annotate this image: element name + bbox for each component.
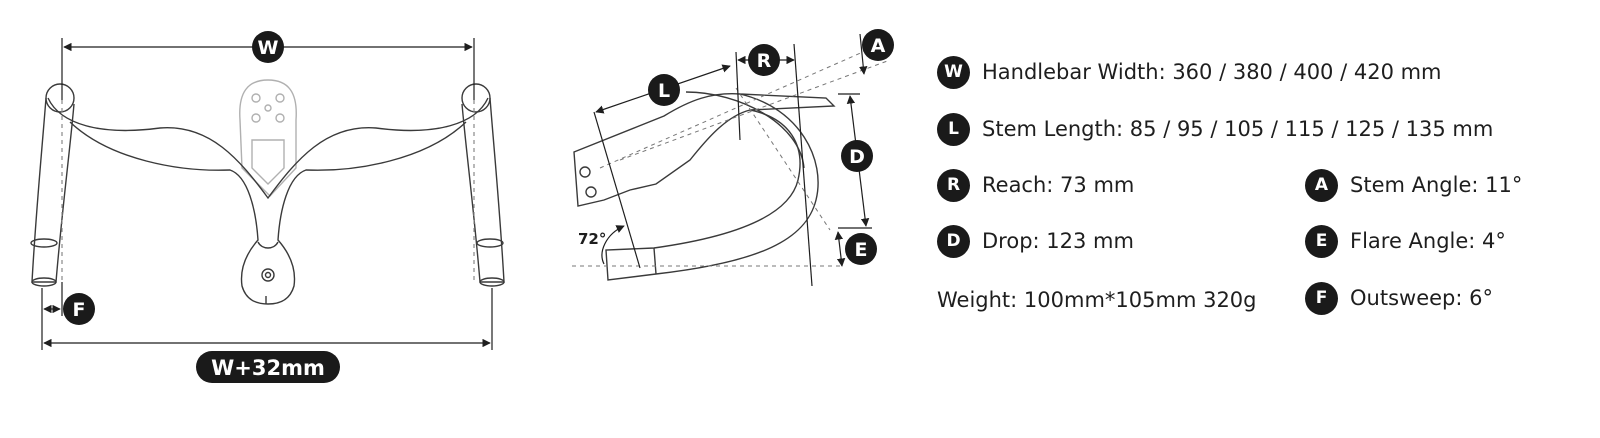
spec-weight: Weight: 100mm*105mm 320g: [937, 282, 1257, 318]
svg-text:W: W: [258, 37, 279, 59]
spec-marker: W: [937, 55, 970, 89]
spec-outsweep: F Outsweep: 6°: [1305, 280, 1493, 316]
left-top-end: [45, 83, 75, 113]
left-drop: [31, 97, 75, 283]
front-dimensions: [41, 38, 493, 350]
bar-bottom: [69, 121, 467, 305]
stem-faceplate: [239, 79, 297, 198]
svg-text:E: E: [855, 239, 868, 261]
stem-angle-marker: A: [862, 29, 894, 61]
right-drop: [461, 97, 505, 283]
spec-text: Stem Length: 85 / 95 / 105 / 115 / 125 /…: [982, 117, 1494, 141]
outsweep-marker-front: F: [63, 293, 95, 325]
svg-text:R: R: [757, 50, 772, 72]
angle-label: 72°: [578, 230, 606, 248]
spec-text: Stem Angle: 11°: [1350, 173, 1523, 197]
drop-curve-outer: [605, 93, 819, 281]
drop-curve-inner: [685, 91, 805, 169]
svg-text:F: F: [73, 299, 86, 321]
spec-marker: D: [937, 224, 970, 258]
spec-flare-angle: E Flare Angle: 4°: [1305, 223, 1506, 259]
spec-marker: L: [937, 112, 970, 146]
svg-text:A: A: [871, 35, 886, 57]
faceplate-bolt: [251, 93, 261, 103]
bar-top: [47, 97, 489, 200]
spec-marker: R: [937, 168, 970, 202]
side-view: [573, 91, 836, 281]
reach-marker: R: [748, 44, 780, 76]
spec-text: Flare Angle: 4°: [1350, 229, 1506, 253]
svg-text:W+32mm: W+32mm: [211, 356, 325, 380]
spec-marker: E: [1305, 224, 1338, 258]
spec-text: Outsweep: 6°: [1350, 286, 1493, 310]
stem-length-marker: L: [648, 74, 680, 106]
spec-text: Drop: 123 mm: [982, 229, 1134, 253]
side-construction: [572, 39, 891, 267]
spec-text: Weight: 100mm*105mm 320g: [937, 288, 1257, 312]
spec-handlebar-width: W Handlebar Width: 360 / 380 / 400 / 420…: [937, 54, 1442, 90]
spec-text: Reach: 73 mm: [982, 173, 1135, 197]
spec-drop: D Drop: 123 mm: [937, 223, 1134, 259]
stem-bolt: [579, 166, 591, 178]
spec-marker: F: [1305, 281, 1338, 315]
svg-text:D: D: [849, 146, 865, 168]
spec-text: Handlebar Width: 360 / 380 / 400 / 420 m…: [982, 60, 1442, 84]
front-view: [30, 79, 505, 305]
flare-marker: E: [845, 233, 877, 265]
right-top-end: [461, 83, 491, 113]
drop-marker: D: [841, 140, 873, 172]
spec-marker: A: [1305, 168, 1338, 202]
clamp-bolt: [261, 268, 275, 282]
spec-stem-length: L Stem Length: 85 / 95 / 105 / 115 / 125…: [937, 111, 1493, 147]
overall-width-badge: W+32mm: [196, 351, 340, 383]
width-marker: W: [252, 31, 284, 63]
spec-reach: R Reach: 73 mm: [937, 167, 1134, 203]
svg-text:L: L: [658, 80, 670, 102]
spec-stem-angle: A Stem Angle: 11°: [1305, 167, 1522, 203]
